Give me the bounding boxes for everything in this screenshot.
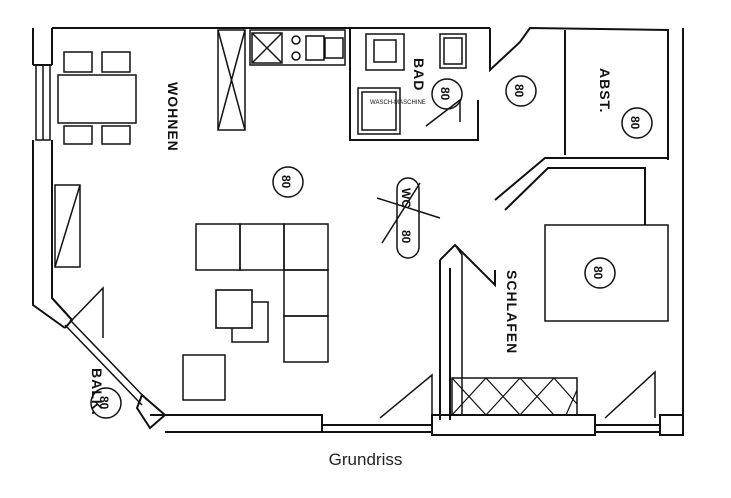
room-label-storage: ABST. — [597, 68, 613, 113]
svg-text:80: 80 — [279, 175, 293, 189]
badge-storage: 80 — [621, 107, 653, 139]
door-swings — [379, 370, 656, 419]
sofa — [195, 223, 329, 363]
storage-room: ABST. — [564, 30, 613, 155]
washing-machine-label: WASCH-MASCHINE — [370, 100, 426, 106]
wc-label: WC — [399, 188, 413, 208]
room-label-living: WOHNEN — [165, 82, 181, 152]
balcony-door — [51, 286, 167, 430]
dining-table — [57, 51, 137, 145]
side-cabinet — [54, 184, 81, 268]
wc-marker: WC 80 — [376, 177, 441, 259]
badge-bath: 80 — [431, 78, 463, 110]
bed — [544, 224, 669, 322]
floor-plan: WASCH-MASCHINE BAD ABST. — [32, 26, 684, 436]
svg-text:80: 80 — [591, 266, 605, 280]
svg-text:80: 80 — [512, 84, 526, 98]
bedroom-walls — [439, 157, 668, 420]
bathroom: WASCH-MASCHINE BAD — [349, 28, 479, 141]
coffee-table — [215, 289, 269, 343]
badge-balcony: 80 — [90, 387, 122, 419]
badge-living: 80 — [272, 166, 304, 198]
room-label-bath: BAD — [411, 58, 427, 91]
armchair — [182, 354, 226, 401]
wardrobe-left — [217, 29, 246, 131]
caption: Grundriss — [328, 450, 403, 469]
kitchen-counter — [249, 29, 346, 66]
room-label-bedroom: SCHLAFEN — [504, 270, 520, 354]
wc-badge: 80 — [399, 230, 413, 244]
badge-bedroom: 80 — [584, 257, 616, 289]
bedroom-wardrobe — [451, 377, 578, 416]
svg-text:80: 80 — [438, 87, 452, 101]
svg-text:80: 80 — [628, 116, 642, 130]
svg-text:80: 80 — [97, 396, 111, 410]
badge-corridor: 80 — [505, 75, 537, 107]
